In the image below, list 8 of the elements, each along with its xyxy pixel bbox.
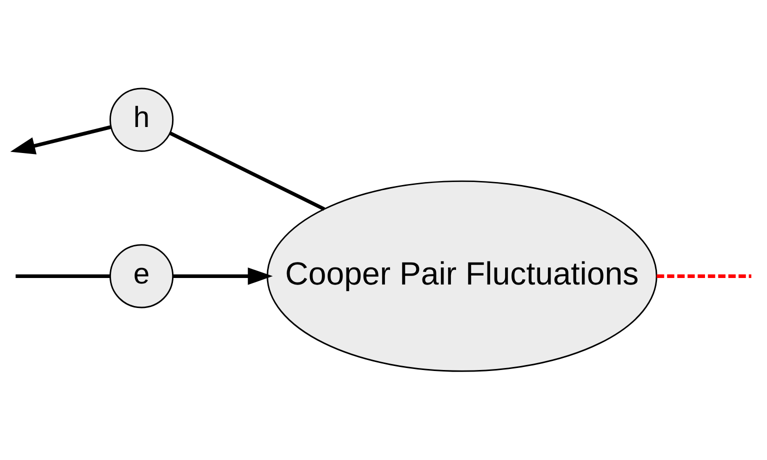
node-ellipse: Cooper Pair Fluctuations bbox=[266, 180, 658, 372]
connector bbox=[16, 274, 110, 278]
connector bbox=[656, 274, 752, 278]
connector bbox=[169, 132, 326, 211]
arrow bbox=[172, 267, 273, 285]
arrow bbox=[10, 125, 112, 154]
node-circle: e bbox=[110, 244, 174, 308]
node-circle: h bbox=[110, 88, 174, 152]
